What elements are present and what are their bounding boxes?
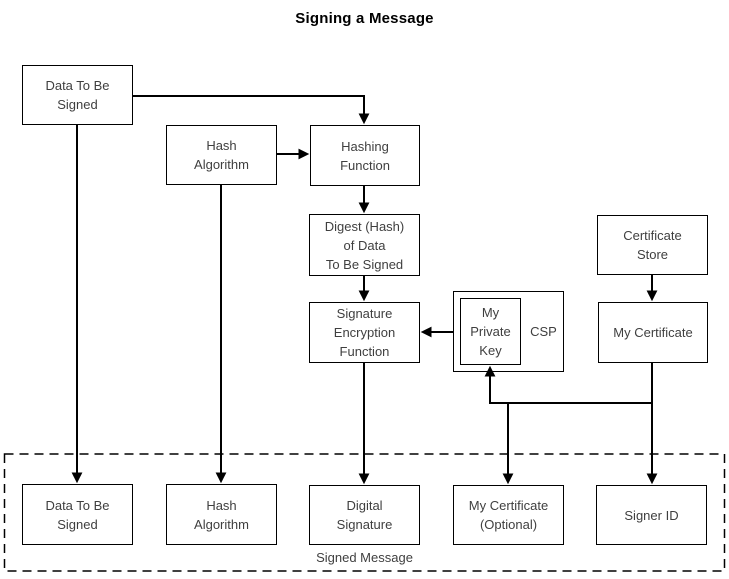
node-data-to-be-signed-source: Data To Be Signed: [22, 65, 133, 125]
arrow-branch-to-my-private-key: [484, 365, 652, 404]
diagram-title: Signing a Message: [295, 10, 434, 27]
node-hash-algorithm-source: Hash Algorithm: [166, 125, 277, 185]
node-hash-algorithm-output: Hash Algorithm: [166, 484, 277, 545]
signed-message-label: Signed Message: [316, 550, 413, 565]
node-digital-signature: Digital Signature: [309, 485, 420, 545]
node-signature-encryption-function: Signature Encryption Function: [309, 302, 420, 363]
node-my-private-key: My Private Key: [460, 298, 521, 365]
node-signer-id: Signer ID: [596, 485, 707, 545]
node-my-certificate-optional: My Certificate (Optional): [453, 485, 564, 545]
node-csp-container: My Private Key CSP: [453, 291, 564, 372]
csp-label: CSP: [530, 324, 557, 339]
arrow-data-to-hashing-function: [133, 95, 370, 125]
node-digest-of-data: Digest (Hash) of Data To Be Signed: [309, 214, 420, 276]
node-hashing-function: Hashing Function: [310, 125, 420, 186]
node-my-certificate: My Certificate: [598, 302, 708, 363]
node-certificate-store: Certificate Store: [597, 215, 708, 275]
node-data-to-be-signed-output: Data To Be Signed: [22, 484, 133, 545]
